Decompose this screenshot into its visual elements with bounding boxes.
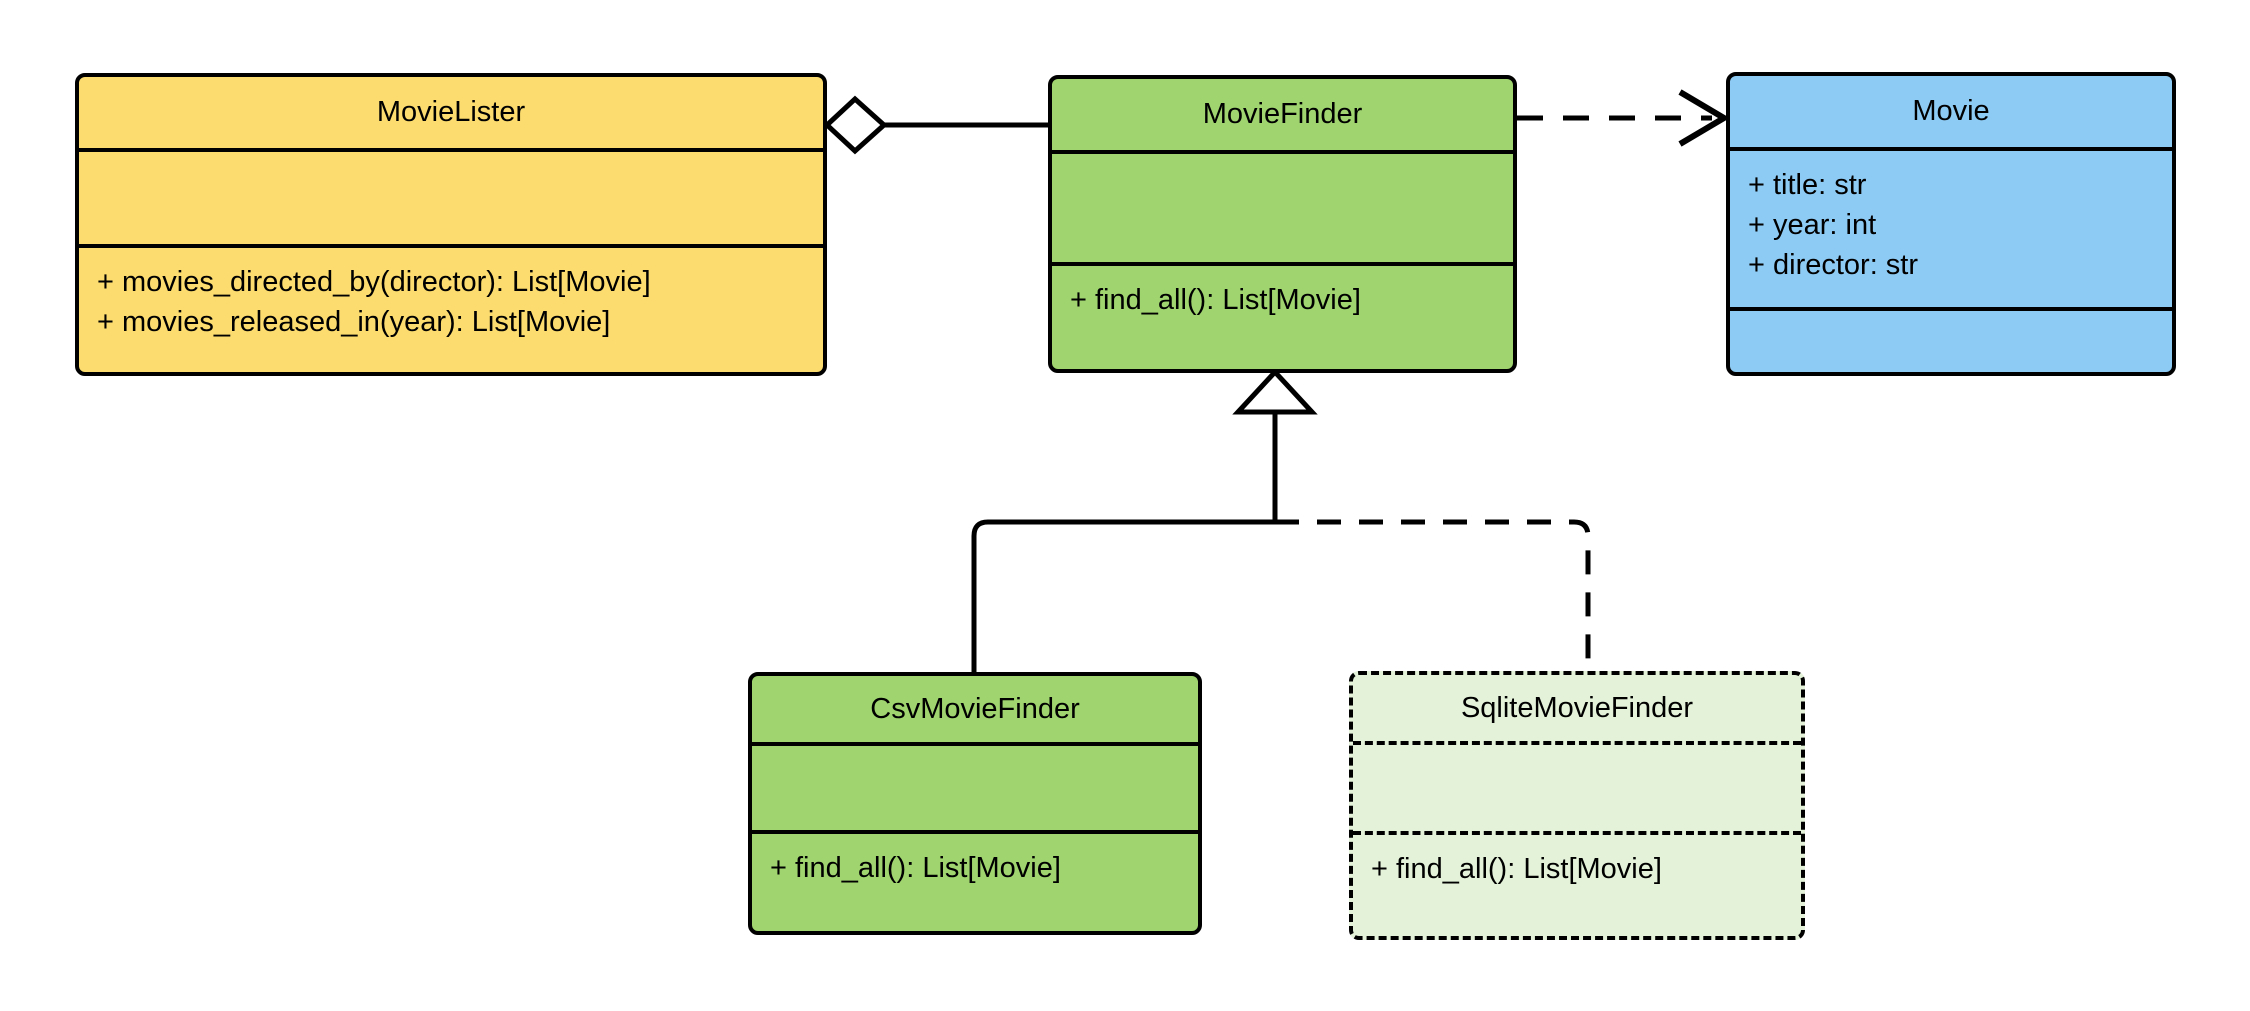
aggregation-connector[interactable] <box>823 95 1048 155</box>
inheritance-csv-connector[interactable] <box>971 519 1275 672</box>
class-name-label: CsvMovieFinder <box>870 692 1080 725</box>
class-name-label: MovieFinder <box>1202 98 1363 130</box>
method-item: + movies_released_in(year): List[Movie] <box>97 306 611 338</box>
class-title-moviefinder: MovieFinder <box>1052 79 1513 150</box>
class-attributes-movielister <box>79 148 823 244</box>
inheritance-sqlite-line <box>1275 519 1591 671</box>
class-title-sqlitemoviefinder: SqliteMovieFinder <box>1353 675 1801 741</box>
class-name-label: MovieLister <box>376 96 526 128</box>
class-methods-moviefinder: + find_all(): List[Movie] <box>1052 262 1513 369</box>
attribute-item: + title: str <box>1748 169 1867 201</box>
open-arrow-icon <box>1678 89 1730 147</box>
class-methods-movielister: + movies_directed_by(director): List[Mov… <box>79 244 823 372</box>
class-attributes-csvmoviefinder <box>752 742 1198 830</box>
class-title-movie: Movie <box>1730 76 2172 147</box>
generalization-trunk <box>1232 368 1318 522</box>
dependency-connector[interactable] <box>1517 89 1730 147</box>
class-box-moviefinder[interactable]: MovieFinder + find_all(): List[Movie] <box>1048 75 1517 373</box>
class-methods-csvmoviefinder: + find_all(): List[Movie] <box>752 830 1198 931</box>
class-attributes-moviefinder <box>1052 150 1513 262</box>
inheritance-csv-line <box>971 519 1275 672</box>
class-attributes-movie: + title: str + year: int + director: str <box>1730 147 2172 307</box>
attribute-item: + director: str <box>1748 249 1919 281</box>
class-box-sqlitemoviefinder[interactable]: SqliteMovieFinder + find_all(): List[Mov… <box>1349 671 1805 940</box>
class-box-movie[interactable]: Movie + title: str + year: int + directo… <box>1726 72 2176 376</box>
method-item: + find_all(): List[Movie] <box>1371 853 1662 885</box>
class-box-movielister[interactable]: MovieLister + movies_directed_by(directo… <box>75 73 827 376</box>
class-methods-movie <box>1730 307 2172 372</box>
class-name-label: SqliteMovieFinder <box>1460 691 1694 724</box>
class-attributes-sqlitemoviefinder <box>1353 741 1801 831</box>
class-box-csvmoviefinder[interactable]: CsvMovieFinder + find_all(): List[Movie] <box>748 672 1202 935</box>
inheritance-sqlite-connector[interactable] <box>1275 519 1591 671</box>
attribute-item: + year: int <box>1748 209 1877 241</box>
method-item: + find_all(): List[Movie] <box>770 852 1061 884</box>
method-item: + find_all(): List[Movie] <box>1070 284 1361 316</box>
class-title-movielister: MovieLister <box>79 77 823 148</box>
method-item: + movies_directed_by(director): List[Mov… <box>97 266 651 298</box>
hollow-triangle-icon <box>1232 368 1318 415</box>
class-name-label: Movie <box>1912 95 1990 127</box>
class-title-csvmoviefinder: CsvMovieFinder <box>752 676 1198 742</box>
hollow-diamond-icon <box>823 95 888 155</box>
class-methods-sqlitemoviefinder: + find_all(): List[Movie] <box>1353 831 1801 936</box>
